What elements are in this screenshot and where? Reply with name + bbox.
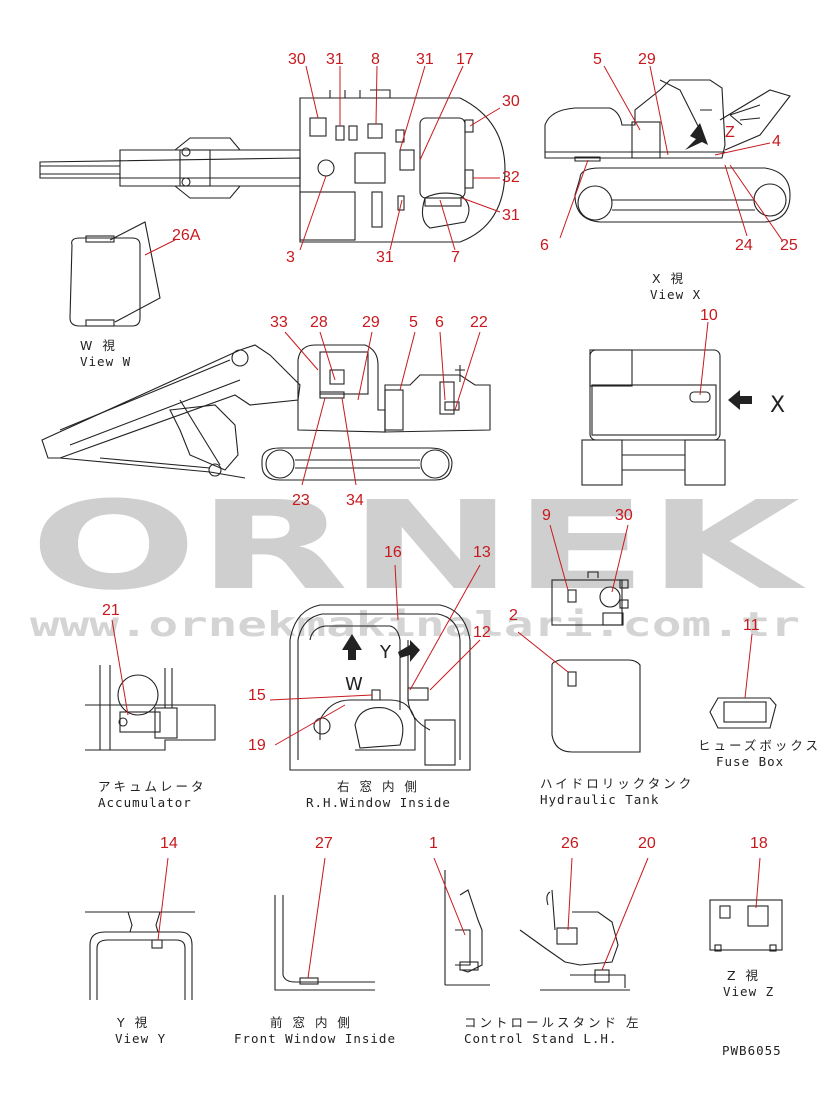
fuse-box-drawing <box>709 697 777 729</box>
callout-21: 21 <box>102 602 120 619</box>
callout-numbers: 30 31 8 31 17 30 32 31 3 31 7 26A 5 29 4… <box>102 51 798 852</box>
watermark: ORNEK www.ornekmakinalari.com.tr <box>30 475 807 645</box>
callout-28: 28 <box>310 314 328 331</box>
control-stand-caption-en: Control Stand L.H. <box>464 1031 617 1046</box>
leader-lines <box>111 65 783 979</box>
callout-14: 14 <box>160 835 178 852</box>
view-y-caption-jp: Y 視 <box>116 1015 150 1030</box>
rh-window-caption-jp: 右 窓 内 側 <box>337 779 420 794</box>
hydraulic-tank-caption-en: Hydraulic Tank <box>540 792 659 807</box>
front-window-drawing <box>274 895 375 991</box>
callout-7: 7 <box>451 249 460 266</box>
callout-9: 9 <box>542 507 551 524</box>
callout-11: 11 <box>743 617 760 634</box>
callout-13: 13 <box>473 544 491 561</box>
callout-31: 31 <box>326 51 344 68</box>
arrow-letter-y: Y <box>379 642 392 663</box>
callout-5: 5 <box>409 314 418 331</box>
callout-8: 8 <box>371 51 380 68</box>
callout-17: 17 <box>456 51 474 68</box>
front-window-caption-jp: 前 窓 内 側 <box>270 1015 353 1030</box>
callout-31: 31 <box>502 207 520 224</box>
watermark-url: www.ornekmakinalari.com.tr <box>30 605 800 645</box>
captions: W 視 View W X 視 View X アキュムレータ Accumulato… <box>80 271 821 1058</box>
front-window-caption-en: Front Window Inside <box>234 1031 396 1046</box>
view-w-drawing <box>69 221 161 327</box>
callout-16: 16 <box>384 544 402 561</box>
callout-6: 6 <box>540 237 549 254</box>
top-view-machine <box>39 89 506 243</box>
callout-2: 2 <box>509 607 518 624</box>
callout-5: 5 <box>593 51 602 68</box>
view-y-caption-en: View Y <box>115 1031 166 1046</box>
callout-19: 19 <box>248 737 266 754</box>
rh-window-drawing <box>289 604 471 771</box>
arrow-letter-w: W <box>345 674 363 695</box>
fuse-box-caption-en: Fuse Box <box>716 754 784 769</box>
watermark-brand: ORNEK <box>30 475 807 617</box>
callout-15: 15 <box>248 687 266 704</box>
callout-1: 1 <box>429 835 438 852</box>
callout-24: 24 <box>735 237 753 254</box>
rear-view-machine <box>581 349 752 486</box>
view-w-caption-en: View W <box>80 354 131 369</box>
accumulator-caption-jp: アキュムレータ <box>98 779 207 794</box>
callout-4: 4 <box>772 133 781 150</box>
hydraulic-tank-caption-jp: ハイドロリックタンク <box>540 776 694 791</box>
drawing-code: PWB6055 <box>722 1043 782 1058</box>
view-x-caption-en: View X <box>650 287 701 302</box>
callout-27: 27 <box>315 835 333 852</box>
callout-10: 10 <box>700 307 718 324</box>
callout-30: 30 <box>288 51 306 68</box>
view-w-caption-jp: W 視 <box>80 338 118 353</box>
callout-20: 20 <box>638 835 656 852</box>
view-y-drawing <box>85 911 195 1000</box>
view-z-drawing <box>709 899 783 952</box>
callout-26a: 26A <box>172 227 201 244</box>
callout-30: 30 <box>502 93 520 110</box>
callout-34: 34 <box>346 492 364 509</box>
fuse-box-caption-jp: ヒューズボックス <box>698 738 821 753</box>
view-z-caption-jp: Z 視 <box>727 968 761 983</box>
callout-32: 32 <box>502 169 520 186</box>
callout-29: 29 <box>638 51 656 68</box>
callout-26: 26 <box>561 835 579 852</box>
arrow-letter-x: X <box>770 393 785 418</box>
rh-window-caption-en: R.H.Window Inside <box>306 795 451 810</box>
callout-3: 3 <box>286 249 295 266</box>
callout-33: 33 <box>270 314 288 331</box>
callout-31: 31 <box>376 249 394 266</box>
view-x-caption-jp: X 視 <box>652 271 686 286</box>
view-z-caption-en: View Z <box>723 984 774 999</box>
callout-25: 25 <box>780 237 798 254</box>
callout-29: 29 <box>362 314 380 331</box>
accumulator-caption-en: Accumulator <box>98 795 192 810</box>
side-view-machine <box>41 344 491 481</box>
callout-18: 18 <box>750 835 768 852</box>
arrow-letter-z-top: Z <box>725 124 735 141</box>
callout-12: 12 <box>473 624 491 641</box>
callout-31: 31 <box>416 51 434 68</box>
callout-6: 6 <box>435 314 444 331</box>
callout-22: 22 <box>470 314 488 331</box>
accumulator-drawing <box>85 665 216 751</box>
callout-30: 30 <box>615 507 633 524</box>
callout-23: 23 <box>292 492 310 509</box>
control-stand-drawing <box>444 870 630 991</box>
control-stand-caption-jp: コントロールスタンド 左 <box>464 1015 641 1030</box>
